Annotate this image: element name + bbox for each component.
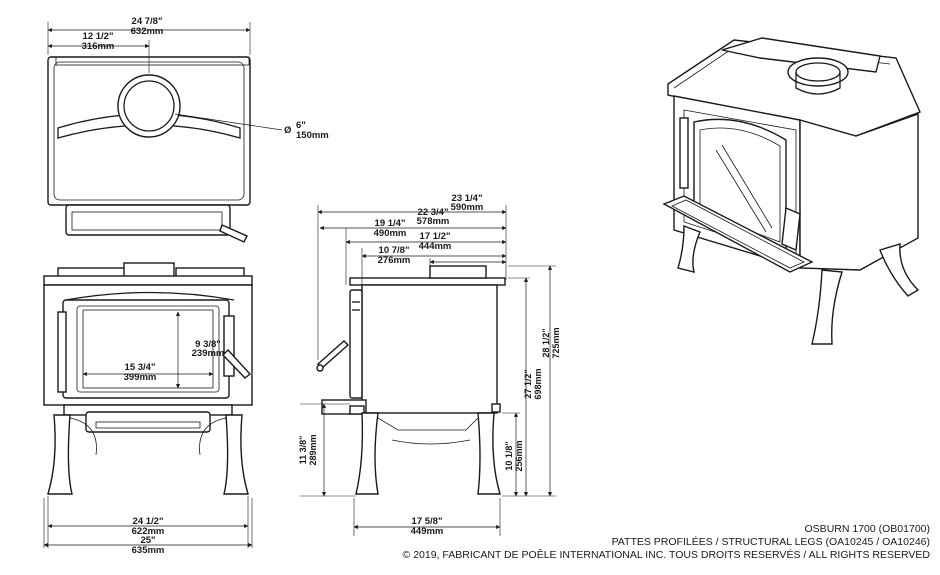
top-width-mm: 632mm: [131, 26, 164, 37]
side-view: 23 1/4" 590mm 22 3/4" 578mm 19 1/4" 490m…: [298, 193, 561, 537]
top-half-in: 12 1/2": [83, 31, 114, 42]
footer-copyright: © 2019, FABRICANT DE POÊLE INTERNATIONAL…: [402, 549, 930, 561]
flue-diameter-in: 6": [296, 120, 306, 131]
isometric-view: [662, 37, 921, 345]
legs-width-in: 24 1/2": [133, 516, 164, 527]
legs-depth-in: 17 5/8": [412, 516, 443, 527]
depth-5-in: 10 7/8": [379, 245, 410, 256]
depth-4-in: 17 1/2": [420, 231, 451, 242]
depth-2-in: 22 3/4": [418, 207, 449, 218]
depth-3-in: 19 1/4": [375, 218, 406, 229]
glass-width-mm: 399mm: [124, 372, 157, 383]
overall-width-mm: 635mm: [132, 545, 165, 556]
flue-diameter-symbol: Ø: [284, 125, 291, 136]
height-bottom-mm: 256mm: [514, 440, 524, 471]
depth-4-mm: 444mm: [419, 241, 452, 252]
height-total-mm: 725mm: [551, 327, 561, 358]
glass-width-in: 15 3/4": [125, 362, 156, 373]
height-flue-mm: 698mm: [533, 368, 543, 399]
top-view: 24 7/8" 632mm 12 1/2" 316mm Ø 6" 150mm: [47, 16, 329, 243]
depth-2-mm: 578mm: [417, 216, 450, 227]
glass-height-in: 9 3/8": [195, 339, 221, 350]
footer-model: OSBURN 1700 (OB01700): [804, 523, 930, 535]
footer-legs: PATTES PROFILÉES / STRUCTURAL LEGS (OA10…: [611, 536, 930, 548]
depth-5-mm: 276mm: [378, 255, 411, 266]
height-legs-in: 11 3/8": [298, 436, 308, 465]
top-width-in: 24 7/8": [132, 16, 163, 27]
top-half-mm: 316mm: [82, 41, 115, 52]
height-total-in: 28 1/2": [541, 328, 551, 357]
depth-1-mm: 590mm: [451, 202, 484, 213]
legs-depth-mm: 449mm: [411, 526, 444, 537]
legs-width-mm: 622mm: [132, 526, 165, 537]
glass-height-mm: 239mm: [192, 348, 225, 359]
overall-width-in: 25": [140, 535, 155, 546]
depth-3-mm: 490mm: [374, 228, 407, 239]
height-bottom-in: 10 1/8": [504, 441, 514, 470]
height-legs-mm: 289mm: [308, 434, 318, 465]
depth-1-in: 23 1/4": [452, 193, 483, 204]
height-flue-in: 27 1/2": [523, 369, 533, 398]
front-view: 9 3/8" 239mm 15 3/4" 399mm 24 1/2" 622mm…: [43, 262, 253, 556]
flue-diameter-mm: 150mm: [296, 130, 329, 141]
